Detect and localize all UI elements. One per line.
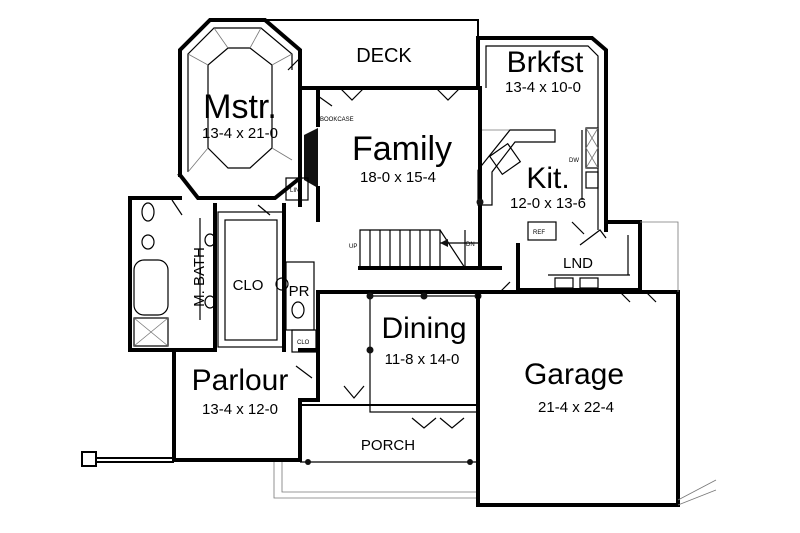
garage-label: Garage: [524, 358, 624, 391]
deck-label: DECK: [356, 45, 412, 67]
parlour-label: Parlour: [192, 364, 289, 397]
parlour-wall: [172, 348, 320, 462]
kitchen-size: 12-0 x 13-6: [510, 195, 586, 212]
family-label: Family: [352, 130, 452, 168]
master-size: 13-4 x 21-0: [202, 125, 278, 142]
master-label: Mstr.: [203, 88, 277, 126]
laundry-label: LND: [563, 255, 593, 272]
kitchen-island: [477, 129, 556, 206]
stairs-down-note: DN: [466, 242, 475, 248]
master-bath-label: M. BATH: [191, 247, 208, 307]
dining-size: 11-8 x 14-0: [385, 351, 460, 368]
linen-note: LIN: [290, 188, 299, 194]
toilet: [141, 202, 155, 222]
master-bay-wall: [178, 18, 302, 177]
fireplace: [304, 128, 318, 188]
master-ceiling-detail: [207, 47, 273, 169]
cooktop: [585, 127, 599, 169]
garage-size: 21-4 x 22-4: [538, 399, 614, 416]
closet-label: CLO: [233, 277, 264, 294]
breakfast-bay-wall: [476, 36, 608, 232]
walls: [81, 18, 717, 507]
labels: DECK Mstr. 13-4 x 21-0 Family 18-0 x 15-…: [191, 45, 624, 454]
family-size: 18-0 x 15-4: [360, 169, 436, 186]
breakfast-size: 13-4 x 10-0: [505, 79, 581, 96]
powder-label: PR: [289, 283, 310, 300]
refrigerator: [527, 221, 557, 241]
dishwasher-note: DW: [569, 158, 579, 164]
stairs-up-note: UP: [349, 244, 357, 250]
refrigerator-note: REF: [533, 230, 545, 236]
small-closet-note: CLO: [297, 340, 310, 346]
tub: [133, 259, 169, 316]
kitchen-label: Kit.: [526, 162, 569, 195]
doors: [171, 57, 657, 429]
porch-label: PORCH: [361, 437, 415, 454]
parlour-size: 13-4 x 12-0: [202, 401, 278, 418]
walkway-post: [81, 451, 97, 467]
dining-label: Dining: [381, 312, 466, 345]
bookcase-note: BOOKCASE: [320, 117, 354, 123]
breakfast-label: Brkfst: [507, 46, 584, 79]
